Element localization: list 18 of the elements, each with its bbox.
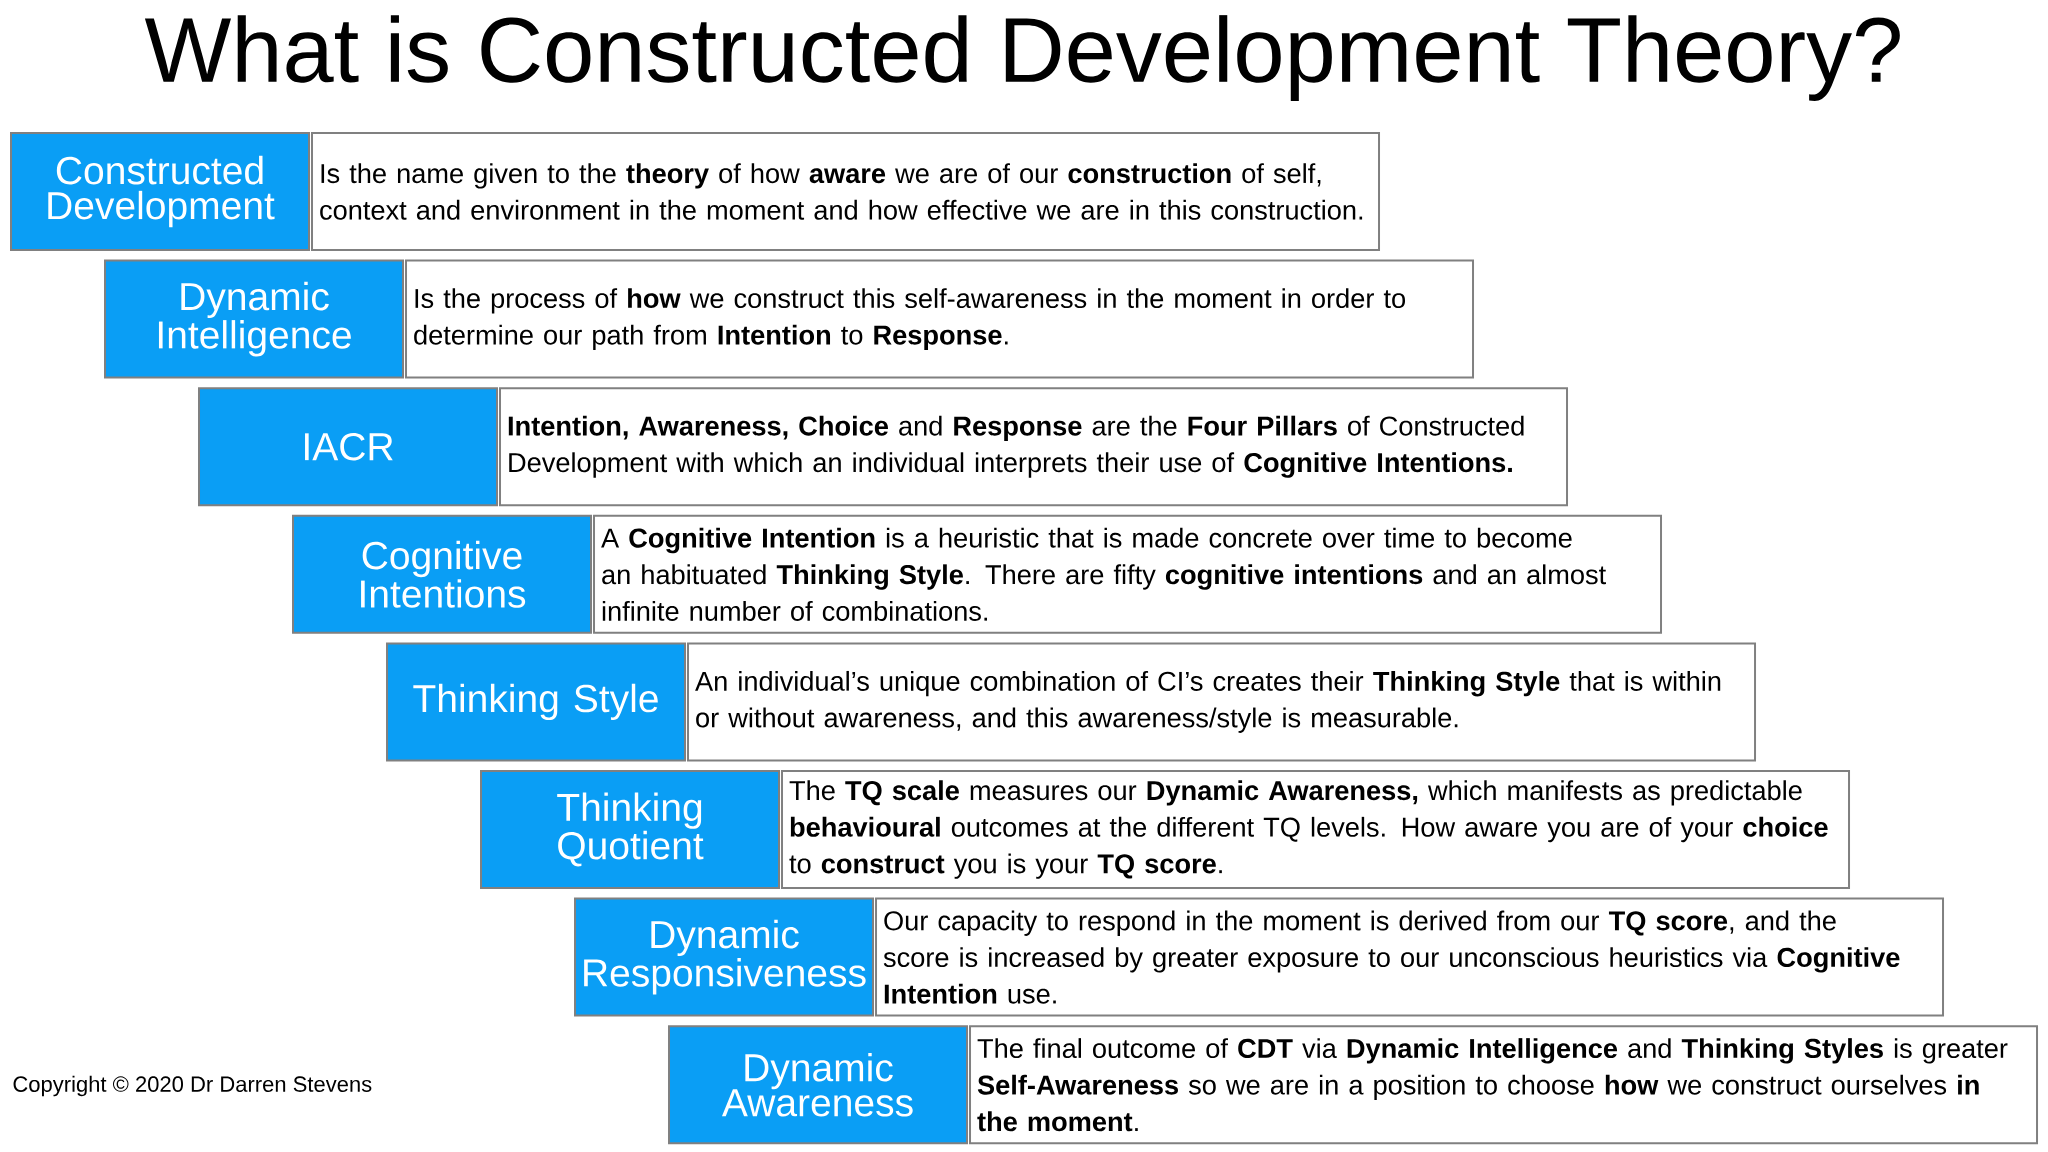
definition-box: Intention, Awareness, Choice and Response are the Four Pillars of Constructed Development with which an individual interprets their use of Cognitive Intentions. [499, 387, 1568, 507]
definition-box: The TQ scale measures our Dynamic Awareness, which manifests as predictable behavioural outcomes at the different TQ levels. How aware you are of your choice to construct you is your TQ score. [781, 770, 1851, 889]
title: What is Constructed Development Theory? [144, 15, 1900, 101]
definition-box: An individual’s unique combination of CI’s creates their Thinking Style that is within or without awareness, and this awareness/style is measurable. [687, 642, 1757, 762]
term-box: IACR [198, 387, 498, 507]
copyright-note: Copyright © 2020 Dr Darren Stevens [13, 1075, 372, 1097]
definition-box: Is the name given to the theory of how aware we are of our construction of self, context and environment in the moment and how effective we are in this construction. [311, 132, 1380, 251]
definition-box: Our capacity to respond in the moment is derived from our TQ score, and the score is increased by greater exposure to our unconscious heuristics via Cognitive Intention use. [875, 897, 1945, 1017]
term-box: Cognitive Intentions [292, 514, 592, 634]
definition-box: A Cognitive Intention is a heuristic that is made concrete over time to become an habituated Thinking Style. There are fifty cognitive intentions and an almost infinite number of combinations. [593, 514, 1662, 634]
term-box: Dynamic Intelligence [104, 259, 404, 379]
definition-box: Is the process of how we construct this self-awareness in the moment in order to determine our path from Intention to Response. [405, 259, 1474, 379]
term-box: Thinking Quotient [480, 770, 780, 889]
term-box: Constructed Development [10, 132, 310, 251]
term-box: Dynamic Awareness [668, 1025, 968, 1145]
term-box: Thinking Style [386, 642, 686, 762]
definition-box: The final outcome of CDT via Dynamic Intelligence and Thinking Styles is greater Self-Awareness so we are in a position to choose how we construct ourselves in the moment. [969, 1025, 2039, 1145]
term-box: Dynamic Responsiveness [574, 897, 874, 1017]
